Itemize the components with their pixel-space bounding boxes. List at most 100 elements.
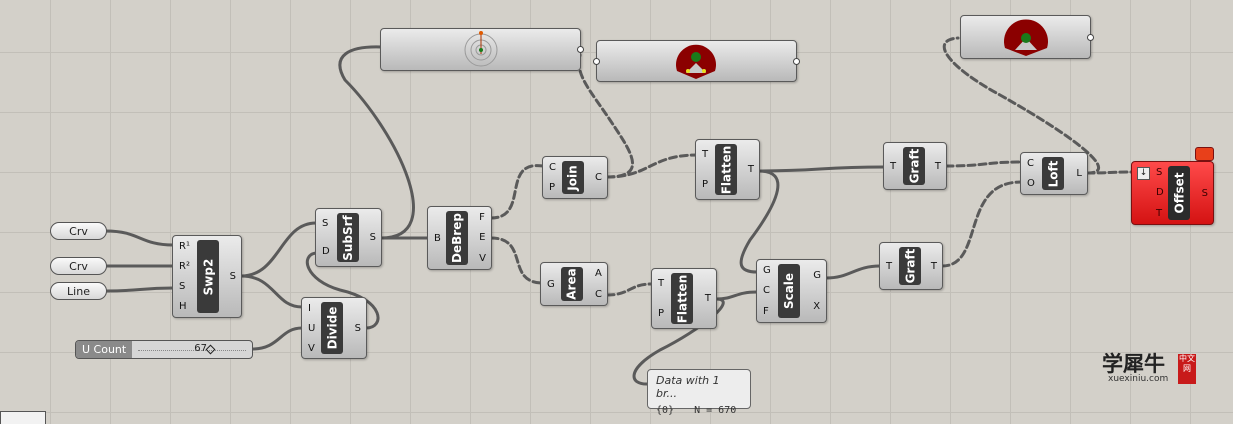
area-input-g[interactable]: G — [547, 278, 555, 290]
wire-join-flatten1 — [605, 153, 699, 179]
slider-rail — [138, 350, 246, 351]
graft1-title: Graft — [907, 148, 922, 184]
graft-component-1[interactable]: T Graft T — [883, 142, 947, 190]
gauge-icon — [676, 44, 716, 79]
graft2-input-t[interactable]: T — [886, 260, 893, 272]
flatten-component-2[interactable]: T P Flatten T — [651, 268, 717, 329]
slider-track[interactable]: 67 — [132, 341, 252, 358]
target-icon — [464, 31, 498, 67]
swp2-component[interactable]: R¹ R² S H Swp2 S — [172, 235, 242, 318]
divide-output-s[interactable]: S — [354, 322, 361, 334]
curve-param-1[interactable]: Crv — [50, 222, 107, 240]
debrep-output-f[interactable]: F — [479, 211, 485, 223]
loft-component[interactable]: C O Loft L — [1020, 152, 1088, 195]
graft2-output-t[interactable]: T — [930, 260, 937, 272]
wire-debrep-join — [489, 164, 545, 220]
gauge2-output-grip[interactable] — [1087, 34, 1094, 41]
flatten1-title: Flatten — [719, 145, 733, 194]
u-count-slider[interactable]: U Count 67 — [75, 340, 253, 359]
join-input-c[interactable]: C — [549, 161, 556, 173]
flatten2-output-t[interactable]: T — [704, 293, 711, 304]
scale-output-x[interactable]: X — [813, 301, 821, 312]
divide-outputs: S — [355, 298, 361, 358]
wire-swp2-subsrf — [239, 221, 318, 278]
flatten1-outputs: T — [748, 140, 754, 199]
flatten1-output-t[interactable]: T — [747, 164, 754, 175]
divide-input-v[interactable]: V — [308, 342, 315, 354]
scale-title: Scale — [782, 272, 797, 310]
divide-input-u[interactable]: U — [308, 322, 316, 334]
loft-inputs: C O — [1027, 153, 1035, 194]
panel-count: N = 670 — [694, 405, 737, 416]
gauge-display-2[interactable] — [960, 15, 1094, 59]
subsrf-input-s[interactable]: S — [322, 217, 329, 229]
offset-component[interactable]: ↓ S D T Offset S — [1131, 161, 1214, 225]
flatten-component-1[interactable]: T P Flatten T — [695, 139, 760, 200]
swp2-input-s[interactable]: S — [179, 281, 186, 293]
slider-knob-icon[interactable] — [205, 344, 216, 355]
wire-graft1-loft — [944, 160, 1023, 168]
graph-mapper-display[interactable] — [380, 28, 584, 71]
offset-input-s[interactable]: S — [1156, 166, 1163, 178]
gauge-display-1[interactable] — [593, 40, 800, 82]
scale-input-g[interactable]: G — [763, 264, 771, 276]
divide-input-i[interactable]: I — [308, 302, 311, 314]
scale-input-c[interactable]: C — [763, 285, 770, 297]
graft2-inputs: T — [886, 243, 892, 289]
canvas-corner-widget[interactable] — [0, 411, 46, 424]
line-param[interactable]: Line — [50, 282, 107, 300]
offset-outputs: S — [1202, 162, 1208, 224]
warning-balloon-icon[interactable] — [1195, 147, 1214, 161]
swp2-input-r1[interactable]: R¹ — [179, 240, 190, 252]
down-arrow-icon[interactable]: ↓ — [1137, 167, 1150, 180]
subsrf-input-d[interactable]: D — [322, 246, 330, 258]
debrep-output-e[interactable]: E — [479, 232, 486, 244]
panel-title: Data with 1 br... — [656, 374, 720, 400]
subsrf-output-s[interactable]: S — [369, 232, 376, 243]
graph-mapper-output-grip[interactable] — [577, 46, 584, 53]
debrep-input-b[interactable]: B — [434, 232, 441, 244]
gauge1-input-grip[interactable] — [593, 58, 600, 65]
wire-line-swp2 — [104, 286, 175, 293]
area-output-a[interactable]: A — [595, 268, 602, 279]
swp2-output-s[interactable]: S — [229, 271, 236, 282]
offset-output-s[interactable]: S — [1201, 187, 1208, 199]
subsrf-core: SubSrf — [337, 213, 359, 262]
gauge1-output-grip[interactable] — [793, 58, 800, 65]
curve-param-2[interactable]: Crv — [50, 257, 107, 275]
join-component[interactable]: C P Join C — [542, 156, 608, 199]
data-panel[interactable]: Data with 1 br... {0} N = 670 — [647, 369, 751, 416]
loft-output-l[interactable]: L — [1076, 168, 1082, 179]
scale-output-g[interactable]: G — [813, 270, 821, 281]
graft1-inputs: T — [890, 143, 896, 189]
scale-component[interactable]: G C F Scale G X — [756, 259, 827, 323]
flatten2-input-p[interactable]: P — [658, 307, 665, 319]
flatten2-input-t[interactable]: T — [658, 278, 665, 290]
flatten1-input-t[interactable]: T — [702, 149, 709, 161]
flatten2-core: Flatten — [671, 273, 693, 324]
join-input-p[interactable]: P — [549, 182, 556, 194]
loft-input-o[interactable]: O — [1027, 178, 1035, 190]
swp2-input-h[interactable]: H — [179, 301, 187, 313]
offset-input-t[interactable]: T — [1156, 208, 1163, 220]
graft1-input-t[interactable]: T — [890, 160, 897, 172]
join-core: Join — [562, 161, 584, 194]
offset-input-d[interactable]: D — [1156, 187, 1164, 199]
flatten1-input-p[interactable]: P — [702, 178, 709, 190]
area-output-c[interactable]: C — [595, 289, 602, 300]
loft-input-c[interactable]: C — [1027, 157, 1034, 169]
scale-input-f[interactable]: F — [763, 306, 769, 318]
graft1-output-t[interactable]: T — [934, 160, 941, 172]
wire-area-flatten2 — [605, 282, 653, 297]
debrep-component[interactable]: B DeBrep F E V — [427, 206, 492, 270]
graft1-outputs: T — [935, 143, 941, 189]
debrep-output-v[interactable]: V — [479, 253, 486, 265]
divide-component[interactable]: I U V Divide S — [301, 297, 367, 359]
subsrf-title: SubSrf — [341, 214, 355, 261]
graft-component-2[interactable]: T Graft T — [879, 242, 943, 290]
swp2-input-r2[interactable]: R² — [179, 260, 190, 272]
join-output-c[interactable]: C — [595, 172, 602, 183]
slider-value: 67 — [194, 343, 207, 354]
subsrf-component[interactable]: S D SubSrf S — [315, 208, 382, 267]
area-component[interactable]: G Area A C — [540, 262, 608, 306]
